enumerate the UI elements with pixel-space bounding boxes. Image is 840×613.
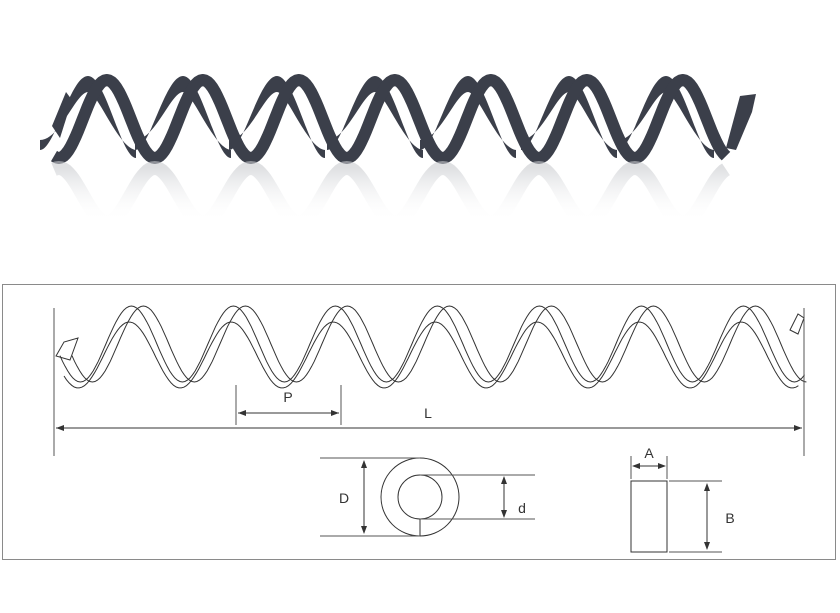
spiral-coil-outline: [55, 305, 807, 389]
inner-diameter-label: d: [518, 500, 526, 516]
coil-back-edge: [63, 321, 799, 389]
length-label: L: [424, 405, 432, 421]
spiral-reflection: [51, 160, 730, 230]
spiral-screw-photo: [40, 74, 756, 230]
spiral-coil: [40, 74, 756, 164]
pitch-dimension: P: [235, 385, 342, 425]
coil-outer-edge: [59, 305, 805, 383]
section-height-label: B: [725, 510, 734, 526]
outer-diameter-label: D: [339, 490, 349, 506]
reflection-band: [51, 160, 730, 230]
pitch-label: P: [283, 389, 292, 405]
ring-end-view: D d: [320, 457, 535, 537]
cross-section-view: A B: [630, 445, 735, 553]
coil-end: [726, 94, 756, 150]
coil-inner-edge: [71, 305, 807, 383]
coil-start: [52, 92, 72, 138]
length-dimension: L: [56, 405, 802, 431]
coil-start-end: [55, 337, 79, 361]
coil-finish-end: [789, 313, 805, 335]
coil-band: [50, 74, 731, 164]
section-width-label: A: [644, 445, 654, 461]
